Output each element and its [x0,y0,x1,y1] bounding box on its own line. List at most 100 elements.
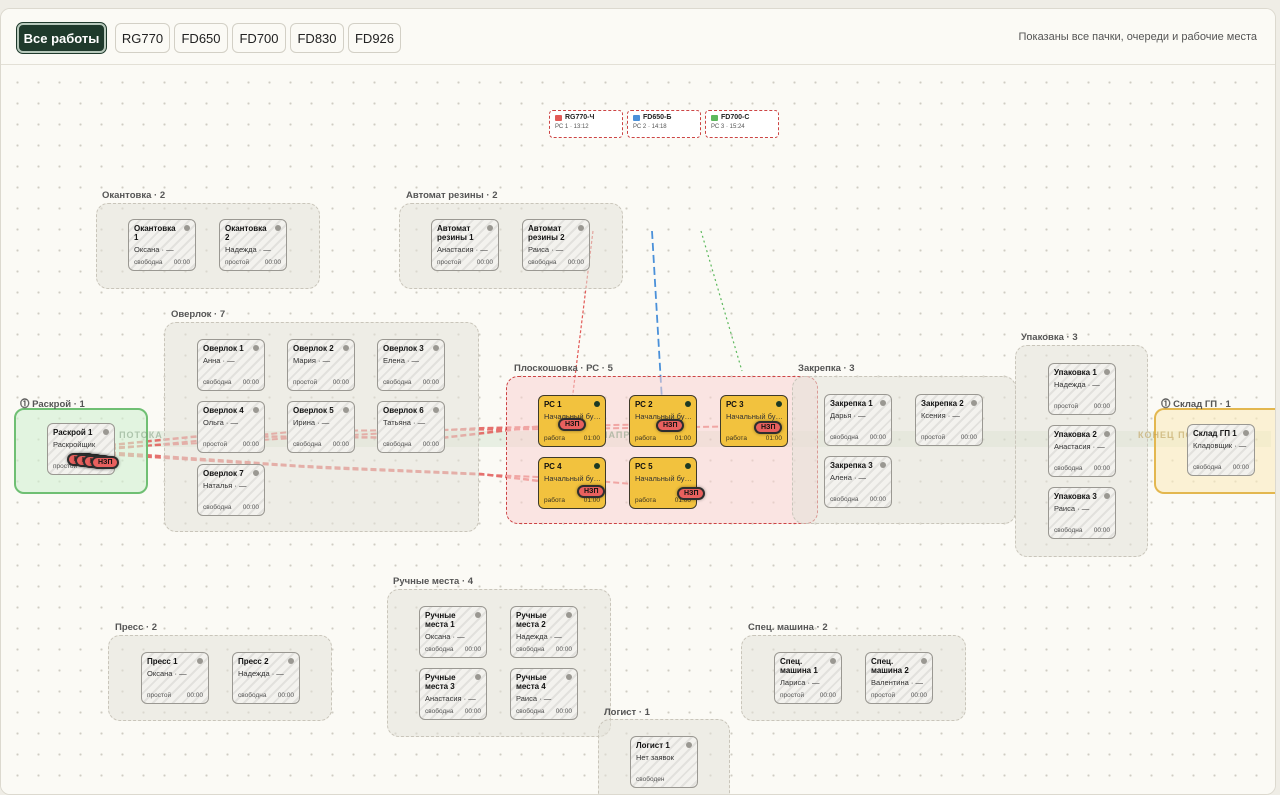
card-title: РС 1 [544,400,562,409]
batch-swatch [633,114,640,121]
card-status: простой [780,692,805,699]
card-time: 00:00 [567,259,584,266]
status-dot [343,407,349,413]
card-title: Закрепка 1 [830,399,873,408]
card-status: свободна [203,504,232,511]
card-status: свободна [830,434,859,441]
status-dot [685,401,691,407]
filter-fd926-button[interactable]: FD926 [348,23,401,53]
filter-fd650-button[interactable]: FD650 [174,23,228,53]
card-time: 00:00 [960,434,977,441]
filter-fd700-button[interactable]: FD700 [232,23,286,53]
filter-rg770-button[interactable]: RG770 [115,23,170,53]
card-status: свободна [830,496,859,503]
card-worker: Дарья · — [830,411,866,420]
card-worker: Оксана · — [147,669,187,678]
status-dot [487,225,493,231]
card-time: 00:00 [1093,465,1110,472]
card-worker: Наталья · — [203,481,247,490]
card-time: 00:00 [1232,464,1249,471]
card-status: свободна [383,379,412,386]
card-status: работа [635,497,656,504]
card-title: Спец. машина 2 [871,657,909,675]
card-title: Ручные места 4 [516,673,547,691]
card-time: 00:00 [464,646,481,653]
status-dot [776,401,782,407]
status-dot [880,400,886,406]
card-title: РС 4 [544,462,562,471]
group-overlok-label: Оверлок · 7 [171,309,226,320]
card-worker: Оксана · — [425,632,465,641]
batch-tag-fd700[interactable]: FD700-С РС 3 · 15:24 [705,110,779,138]
nzp-badge[interactable]: НЗП [91,456,120,469]
card-worker: Раиса · — [516,694,552,703]
card-title: Оверлок 5 [293,406,334,415]
card-time: 00:00 [555,708,572,715]
nzp-badge[interactable]: НЗП [677,487,706,500]
card-time: 00:00 [264,259,281,266]
card-status: свободна [238,692,267,699]
filter-fd830-button[interactable]: FD830 [290,23,344,53]
group-press-label: Пресс · 2 [115,622,158,633]
status-dot [1104,493,1110,499]
card-title: Оверлок 6 [383,406,424,415]
batch-line-fd700 [700,230,743,372]
nzp-badge[interactable]: НЗП [558,418,587,431]
status-dot [971,400,977,406]
batch-tag-rg770[interactable]: RG770-Ч РС 1 · 13:12 [549,110,623,138]
nzp-badge[interactable]: НЗП [656,419,685,432]
group-spec-label: Спец. машина · 2 [748,622,828,633]
card-status: свободна [516,646,545,653]
card-status: свободна [1054,527,1083,534]
card-title: Логист 1 [636,741,670,750]
toolbar-hint: Показаны все пачки, очереди и рабочие ме… [1018,31,1257,43]
status-dot [433,345,439,351]
batch-swatch [555,114,562,121]
nzp-badge[interactable]: НЗП [754,421,783,434]
batch-name: FD700-С [721,114,750,121]
filter-all-button[interactable]: Все работы [17,23,106,53]
status-dot [594,463,600,469]
card-title: Оверлок 2 [293,344,334,353]
card-time: 00:00 [242,379,259,386]
batch-tag-fd650[interactable]: FD650-Б РС 2 · 14:18 [627,110,701,138]
card-time: 00:00 [277,692,294,699]
card-time: 00:00 [555,646,572,653]
status-dot [184,225,190,231]
status-dot [686,742,692,748]
factory-canvas[interactable]: Окантовка · 2 Автомат резины · 2 Оверлок… [1,66,1275,794]
nzp-badge[interactable]: НЗП [577,485,606,498]
card-time: 00:00 [869,496,886,503]
group-ploskoshovka-label: Плоскошовка · РС · 5 [514,363,613,374]
